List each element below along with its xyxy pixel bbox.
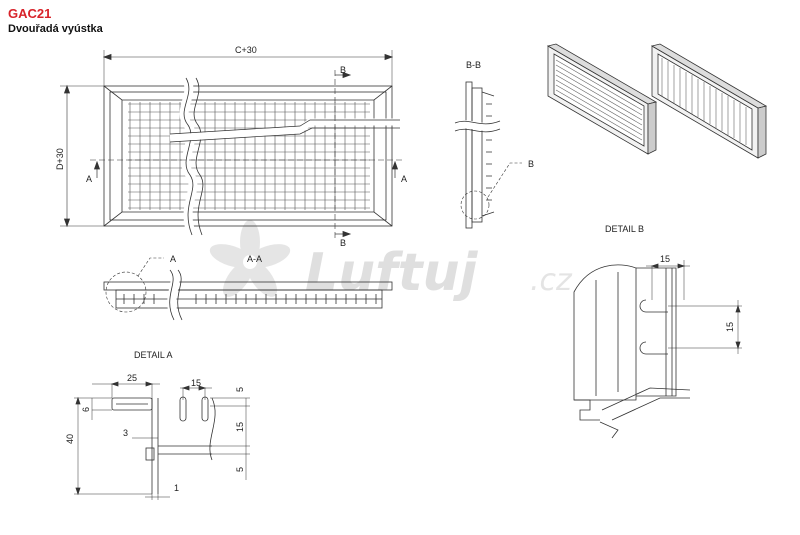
fan-logo-icon xyxy=(209,220,291,297)
section-a-left: A xyxy=(86,174,92,184)
detail-a-dim-15-side: 15 xyxy=(235,422,245,432)
detail-b-view xyxy=(573,260,742,439)
detail-a-dim-15-top: 15 xyxy=(191,378,201,388)
detail-a-dim-5-bottom: 5 xyxy=(235,467,245,472)
detail-a-label: DETAIL A xyxy=(134,350,173,360)
watermark-tld: .cz xyxy=(530,263,573,298)
section-a-right: A xyxy=(401,174,407,184)
detail-a-dim-25: 25 xyxy=(127,373,137,383)
detail-b-dim-15-top: 15 xyxy=(660,254,670,264)
detail-a-view xyxy=(74,381,250,500)
grille-3d-illustration xyxy=(546,43,768,159)
detail-b-dim-15-side: 15 xyxy=(725,322,735,332)
detail-a-dim-5-top: 5 xyxy=(235,387,245,392)
section-aa-view xyxy=(103,257,393,323)
dim-height: D+30 xyxy=(55,148,65,170)
detail-b-label: DETAIL B xyxy=(605,224,644,234)
section-b-top: B xyxy=(340,65,346,75)
detail-a-dim-1: 1 xyxy=(174,483,179,493)
section-aa-label: A-A xyxy=(247,254,262,264)
watermark: Luftuj .cz xyxy=(209,220,573,303)
section-bb-view xyxy=(453,81,522,229)
dim-width: C+30 xyxy=(235,45,257,55)
section-bb-label: B-B xyxy=(466,60,481,70)
detail-a-ref: A xyxy=(170,254,176,264)
section-b-bottom: B xyxy=(340,238,346,248)
grille-3d-right xyxy=(650,43,768,159)
detail-a-dim-40: 40 xyxy=(65,434,75,444)
grille-grid xyxy=(128,102,370,210)
detail-a-dim-3: 3 xyxy=(123,428,128,438)
front-view xyxy=(60,50,405,240)
product-subtitle: Dvouřadá vyústka xyxy=(8,23,103,35)
detail-b-ref: B xyxy=(528,159,534,169)
product-code: GAC21 xyxy=(8,6,52,21)
grille-3d-left xyxy=(546,43,658,155)
watermark-brand: Luftuj xyxy=(305,243,479,303)
detail-a-dim-6: 6 xyxy=(81,407,91,412)
